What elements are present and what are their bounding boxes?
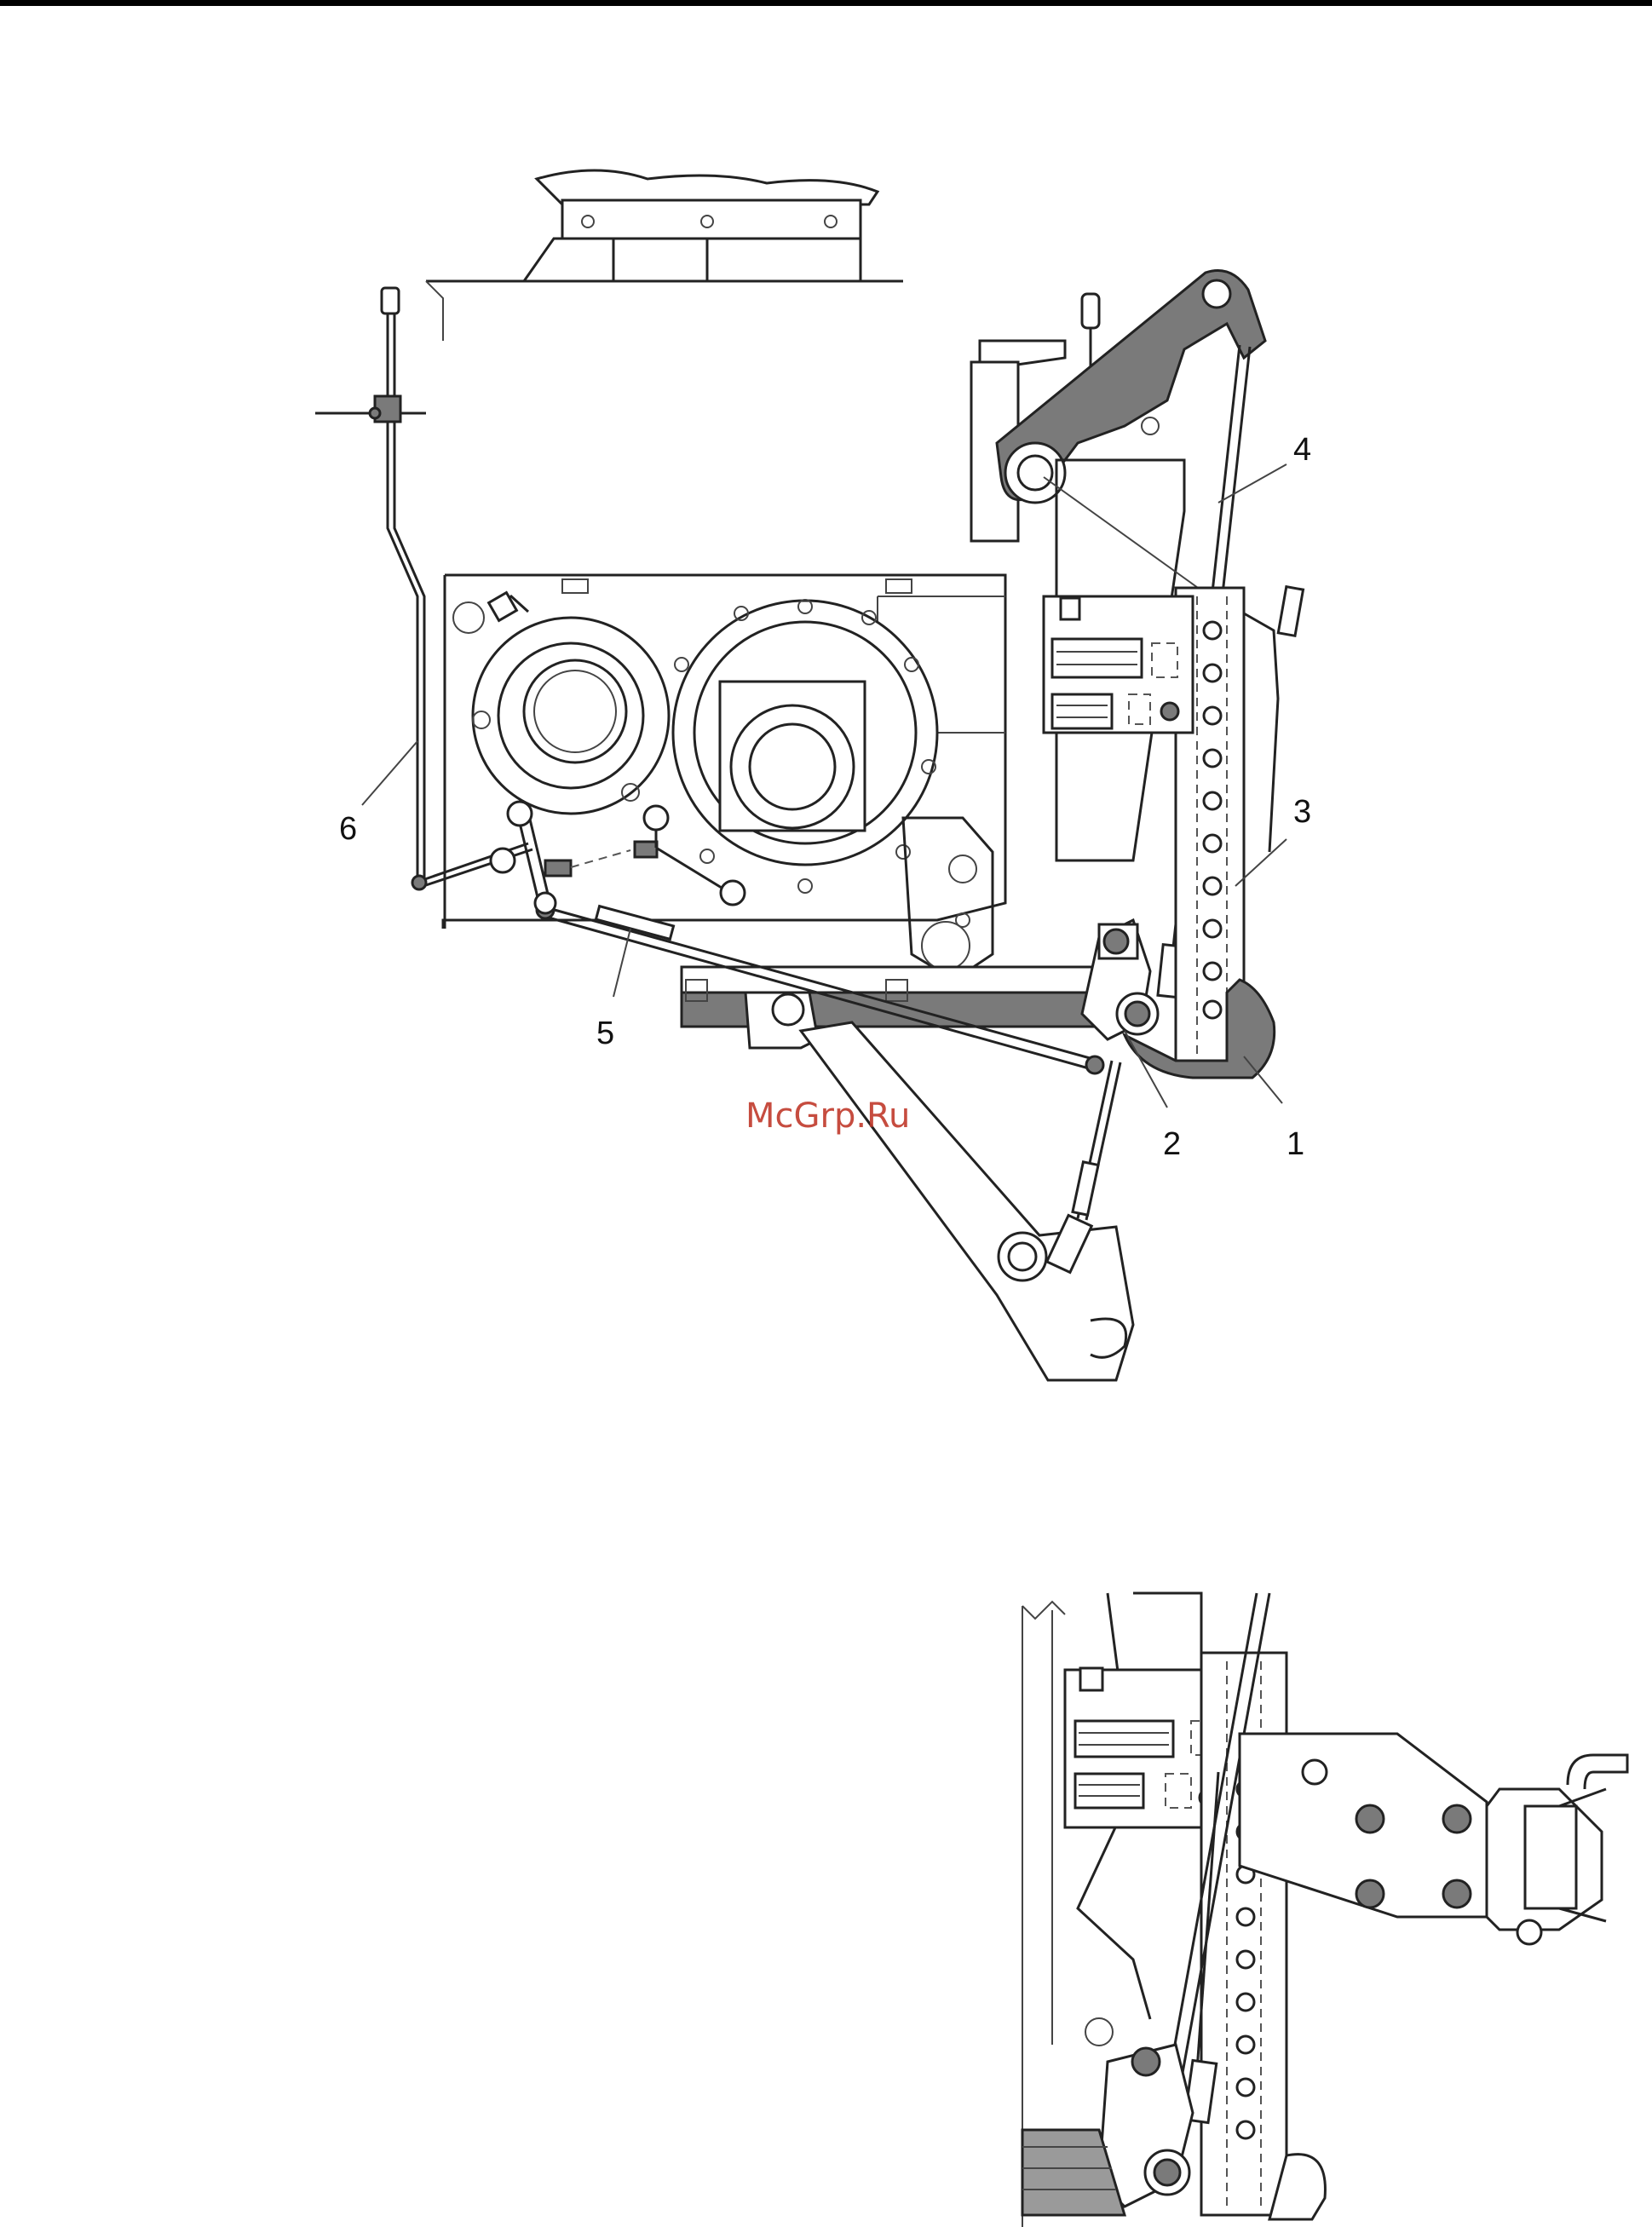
rod-6 (315, 288, 532, 889)
drawbar-frame (682, 967, 1142, 1380)
detail-pivot (1022, 2018, 1325, 2219)
callout-5: 5 (596, 1016, 614, 1051)
pivot-2 (1073, 920, 1158, 1220)
callout-3: 3 (1293, 794, 1311, 830)
detail-post (1022, 1593, 1286, 2227)
watermark: McGrp.Ru (745, 1096, 910, 1136)
cab-fragment (426, 170, 903, 341)
callout-1: 1 (1286, 1126, 1304, 1162)
transmission-housing (443, 575, 1005, 980)
callout-6: 6 (339, 811, 357, 847)
callout-4: 4 (1293, 432, 1311, 468)
callout-2: 2 (1163, 1126, 1181, 1162)
main-assembly-diagram: 4 3 6 5 2 1 McGrp.Ru (0, 0, 1652, 1448)
detail-hitch-plate (1240, 1734, 1627, 1944)
